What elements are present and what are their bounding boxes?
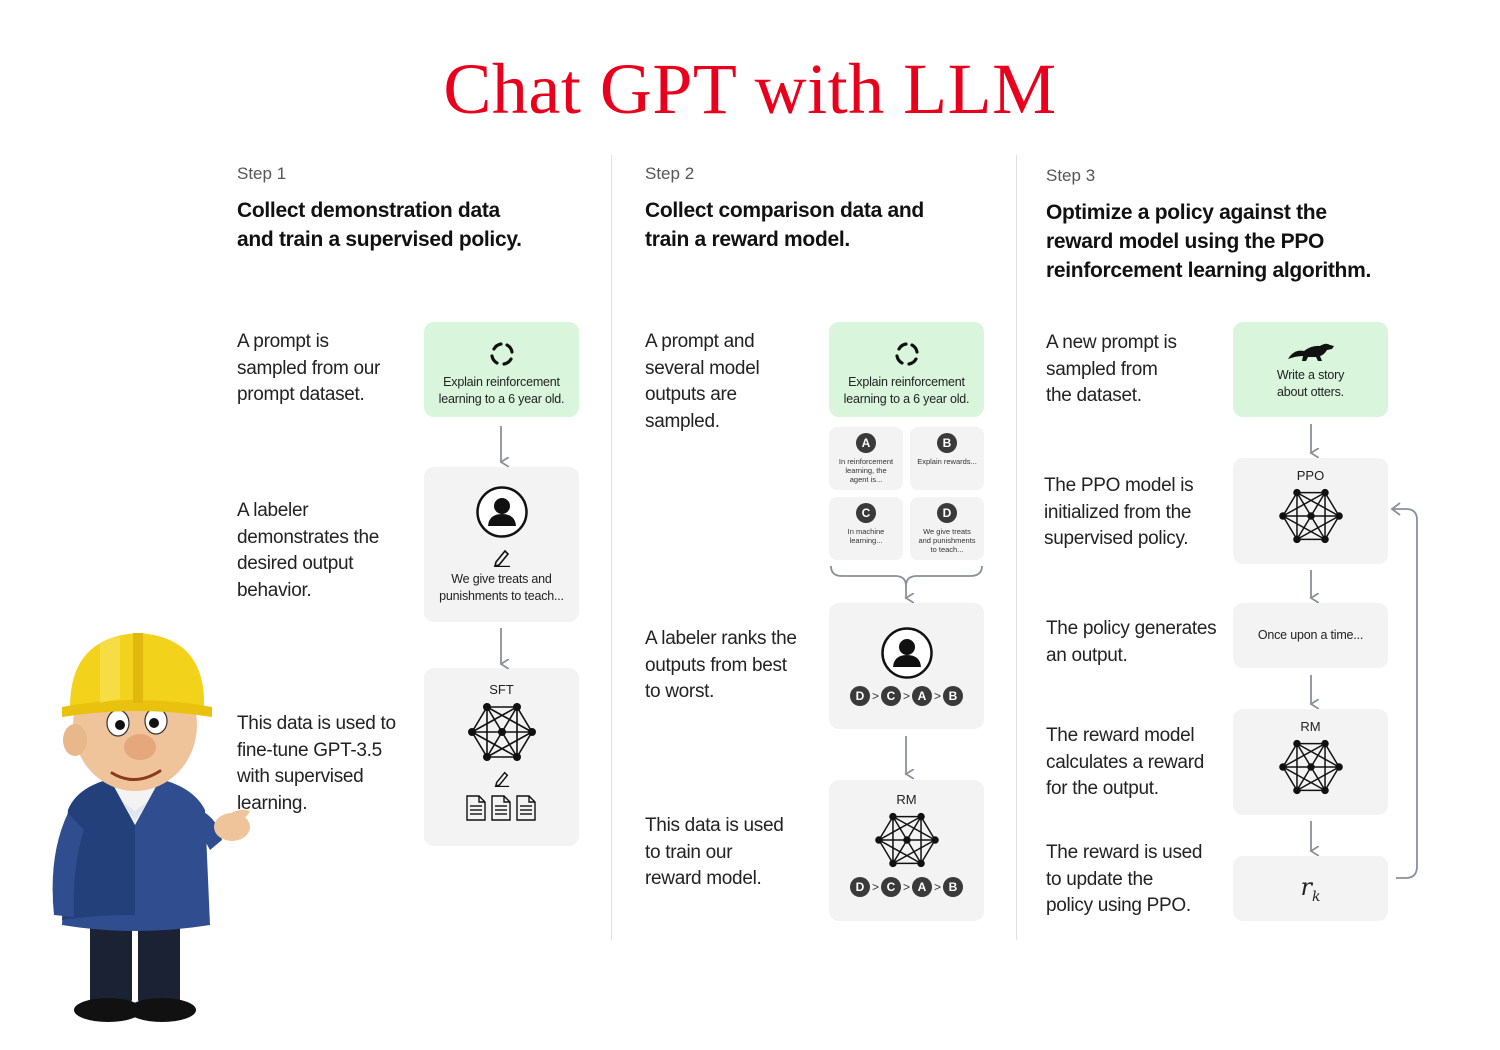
step1-label: Step 1 — [237, 164, 287, 183]
sft-label: SFT — [489, 682, 514, 697]
rm-label: RM — [1300, 719, 1321, 734]
step3-label: Step 3 — [1046, 166, 1096, 185]
step3-reward-box: rk — [1233, 856, 1388, 921]
otter-icon — [1287, 343, 1334, 361]
person-icon — [880, 627, 933, 679]
neural-network-icon — [467, 703, 536, 761]
output-card-a: A In reinforcement learning, the agent i… — [829, 427, 903, 490]
refresh-icon — [489, 341, 514, 366]
step3-output-box: Once upon a time... — [1233, 603, 1388, 668]
step3-ppo-box: PPO — [1233, 458, 1388, 564]
neural-network-icon — [1278, 488, 1343, 544]
ranking-row: D> C> A> B — [849, 877, 964, 897]
step2-label: Step 2 — [645, 164, 695, 183]
step2-rm-box: RM D> C> A> B — [829, 780, 984, 921]
document-icon — [465, 795, 536, 821]
construction-worker-illustration — [52, 633, 250, 1022]
column-divider — [1016, 155, 1017, 940]
output-card-c: C In machine learning... — [829, 497, 903, 560]
rm-label: RM — [896, 792, 917, 807]
refresh-icon — [894, 341, 919, 366]
output-card-d: D We give treats and punishments to teac… — [910, 497, 984, 560]
pencil-icon — [494, 771, 509, 787]
step2-labeler-box: D> C> A> B — [829, 603, 984, 729]
neural-network-icon — [874, 812, 939, 868]
ranking-row: D> C> A> B — [849, 686, 964, 706]
person-icon — [475, 485, 528, 538]
output-card-b: B Explain rewards... — [910, 427, 984, 490]
neural-network-icon — [1278, 739, 1343, 795]
pencil-icon — [493, 549, 510, 567]
step3-rm-box: RM — [1233, 709, 1388, 815]
ppo-label: PPO — [1296, 468, 1325, 483]
column-divider — [611, 155, 612, 940]
reward-symbol: rk — [1300, 872, 1321, 905]
page-title: Chat GPT with LLM — [443, 49, 1057, 129]
step1-sft-box: SFT — [424, 668, 579, 846]
